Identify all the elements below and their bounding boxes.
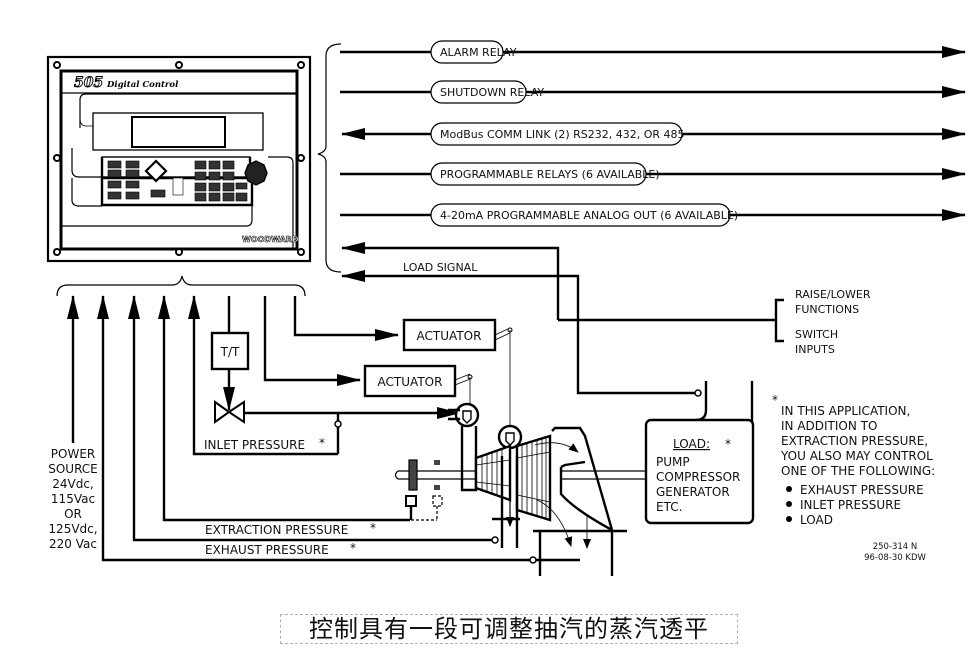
exhaust-pressure-label: EXHAUST PRESSURE xyxy=(205,543,329,557)
bullet-icon xyxy=(786,501,792,507)
speed-pickup xyxy=(405,495,417,507)
navigation-diamond xyxy=(144,159,168,183)
transducer-box xyxy=(210,331,250,371)
inlet-pressure-label: INLET PRESSURE xyxy=(204,438,305,452)
svg-text:OR: OR xyxy=(64,507,82,521)
actuator-2 xyxy=(363,364,457,398)
svg-text:*: * xyxy=(350,541,356,555)
load-item: PUMP xyxy=(656,455,690,469)
mounting-holes xyxy=(53,61,305,256)
load-item: ETC. xyxy=(656,500,682,514)
switch-inputs-label-2: INPUTS xyxy=(795,343,835,356)
input-arrows xyxy=(67,295,580,562)
svg-text:POWER: POWER xyxy=(51,447,95,461)
load-signal-line xyxy=(341,270,697,395)
drawing-date: 96-08-30 KDW xyxy=(864,553,926,563)
modbus-label: ModBus COMM LINK (2) RS232, 432, OR 485 xyxy=(440,128,685,141)
speed-gear xyxy=(408,459,418,491)
steam-turbine xyxy=(394,402,647,576)
raise-lower-label-1: RAISE/LOWER xyxy=(795,288,871,301)
svg-text:IN ADDITION TO: IN ADDITION TO xyxy=(781,419,877,433)
discrete-inputs-line xyxy=(341,242,560,320)
svg-text:*: * xyxy=(772,393,778,407)
svg-text:*: * xyxy=(370,521,376,535)
shutdown-relay-label: SHUTDOWN RELAY xyxy=(440,86,544,99)
drawing-number: 250-314 N xyxy=(873,542,918,552)
note-bullet: INLET PRESSURE xyxy=(800,498,901,512)
controller-subtitle: Digital Control xyxy=(106,80,179,90)
raise-lower-label-2: FUNCTIONS xyxy=(795,303,859,316)
note-bullet: EXHAUST PRESSURE xyxy=(800,483,924,497)
transducer-label: T/T xyxy=(220,345,240,359)
shutdown-relay-pill xyxy=(430,80,527,104)
display-screen xyxy=(131,116,226,148)
svg-text:*: * xyxy=(725,437,731,451)
application-note: * IN THIS APPLICATION, IN ADDITION TO EX… xyxy=(772,393,935,527)
load-box xyxy=(644,418,755,525)
programmable-relays-pill xyxy=(430,162,647,186)
keypad xyxy=(107,160,248,202)
svg-text:115Vac: 115Vac xyxy=(51,492,95,506)
svg-text:IN THIS APPLICATION,: IN THIS APPLICATION, xyxy=(781,404,910,418)
actuator-2-label: ACTUATOR xyxy=(378,375,443,389)
load-item: GENERATOR xyxy=(656,485,730,499)
svg-text:220 Vac: 220 Vac xyxy=(49,537,97,551)
figure-caption: 控制具有一段可调整抽汽的蒸汽透平 xyxy=(280,614,738,644)
svg-text:ONE OF THE FOLLOWING:: ONE OF THE FOLLOWING: xyxy=(781,464,935,478)
inputs-bracket xyxy=(774,298,784,343)
svg-text:YOU ALSO MAY CONTROL: YOU ALSO MAY CONTROL xyxy=(780,449,933,463)
svg-text:SOURCE: SOURCE xyxy=(48,462,98,476)
actuator-1-label: ACTUATOR xyxy=(417,329,482,343)
analog-out-pill xyxy=(430,203,731,227)
svg-text:EXTRACTION PRESSURE,: EXTRACTION PRESSURE, xyxy=(781,434,928,448)
controller-505: 505 Digital Control WOODWARD xyxy=(46,55,312,263)
note-bullet: LOAD xyxy=(800,513,833,527)
load-title: LOAD: xyxy=(673,437,710,451)
load-item: COMPRESSOR xyxy=(656,470,740,484)
switch-inputs-label-1: SWITCH xyxy=(795,328,838,341)
output-brace xyxy=(317,43,342,273)
brand-logo: WOODWARD xyxy=(242,235,299,244)
actuator-1 xyxy=(402,318,497,352)
load-signal-label: LOAD SIGNAL xyxy=(403,261,478,274)
analog-out-label: 4-20mA PROGRAMMABLE ANALOG OUT (6 AVAILA… xyxy=(440,209,738,222)
programmable-relays-label: PROGRAMMABLE RELAYS (6 AVAILABLE) xyxy=(440,168,660,181)
alarm-relay-pill xyxy=(430,40,504,64)
input-brace xyxy=(56,275,306,297)
bullet-icon xyxy=(786,516,792,522)
alarm-relay-label: ALARM RELAY xyxy=(440,46,517,59)
svg-text:24Vdc,: 24Vdc, xyxy=(52,477,94,491)
bullet-icon xyxy=(786,486,792,492)
extraction-pressure-label: EXTRACTION PRESSURE xyxy=(205,523,348,537)
emergency-stop-button xyxy=(244,160,268,186)
svg-text:*: * xyxy=(319,436,325,450)
modbus-pill xyxy=(430,122,683,146)
controller-model: 505 xyxy=(74,75,103,91)
svg-text:125Vdc,: 125Vdc, xyxy=(48,522,97,536)
output-lines: ALARM RELAY SHUTDOWN RELAY ModBus COMM L… xyxy=(340,40,966,227)
power-source: POWER SOURCE 24Vdc, 115Vac OR 125Vdc, 22… xyxy=(48,447,98,551)
